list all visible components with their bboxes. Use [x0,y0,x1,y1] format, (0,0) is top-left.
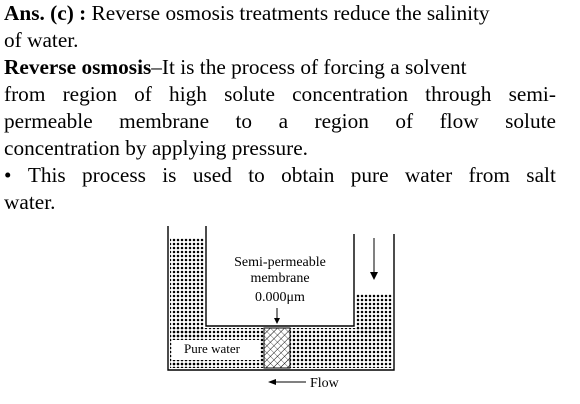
definition-line-4: concentration by applying pressure. [4,136,308,160]
bullet-line-1: • This process is used to obtain pure wa… [4,162,556,189]
word: high [169,82,207,106]
word: to [235,109,253,133]
membrane-label-line-2: membrane [250,271,309,286]
pure-water-label: Pure water [184,341,241,356]
definition-line-3: permeable membrane to a region of flow s… [4,108,556,135]
definition-line-2: from region of high solute concentration… [4,81,556,108]
word: flow [439,109,479,133]
definition-term: Reverse osmosis [4,55,152,79]
word: pure [350,163,389,187]
bullet-line-2: water. [4,190,56,214]
reverse-osmosis-diagram: Semi-permeable membrane 0.000μm Pure wat… [167,226,395,391]
word: concentration [292,82,409,106]
definition-line-1: Reverse osmosis–It is the process of for… [4,54,556,81]
word: is [162,163,177,187]
answer-line-1: Ans. (c) : Reverse osmosis treatments re… [4,0,556,27]
answer-statement: Reverse osmosis treatments reduce the sa… [91,1,490,25]
answer-prefix: Ans. (c) : [4,1,92,25]
word: from [4,82,46,106]
membrane-pointer-head [274,318,280,324]
word: of [134,82,152,106]
word: from [468,163,510,187]
membrane-label-line-1: Semi-permeable [234,255,326,270]
word: region [62,82,117,106]
pressure-arrow-head [370,272,378,280]
pure-water-region [172,340,260,360]
definition-text: –It is the process of forcing a solvent [151,55,467,79]
word: of [395,109,414,133]
word: region [314,109,369,133]
answer-text-block: Ans. (c) : Reverse osmosis treatments re… [4,0,556,216]
word: membrane [119,109,210,133]
word: solute [505,109,556,133]
word: semi- [508,82,556,106]
answer-line-2: of water. [4,28,79,52]
word: water [404,163,453,187]
word: to [248,163,265,187]
membrane-hatch-cross [264,328,290,368]
bullet-symbol: • [4,163,12,187]
membrane-size-label: 0.000μm [255,290,305,305]
word: permeable [4,109,93,133]
flow-label: Flow [310,376,340,391]
word: solute [224,82,275,106]
flow-arrow-head [268,379,276,385]
word: process [82,163,146,187]
vessel-outline [167,226,395,371]
word: through [425,82,492,106]
word: obtain [281,163,335,187]
word: a [278,109,289,133]
word: salt [526,163,556,187]
word: This [27,163,66,187]
word: used [192,163,232,187]
right-column-solution [356,294,392,334]
